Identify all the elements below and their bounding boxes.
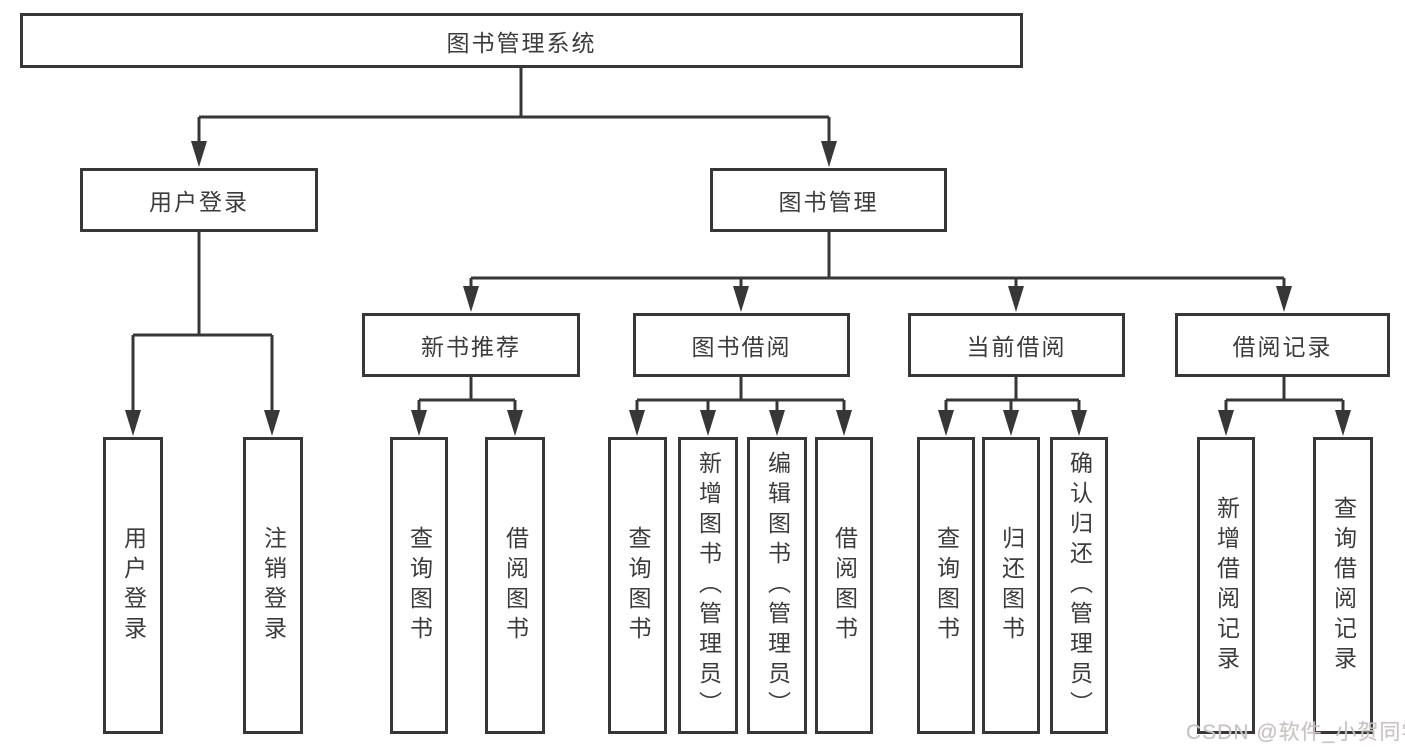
leaf-edit-books-admin: 编辑图书（管理员） [747, 437, 807, 734]
leaf-add-books-admin: 新增图书（管理员） [678, 437, 738, 734]
leaf-confirm-return-admin: 确认归还（管理员） [1050, 437, 1108, 734]
node-borrow-record: 借阅记录 [1175, 313, 1390, 377]
node-user-login: 用户登录 [80, 168, 318, 232]
leaf-borrow-books: 借阅图书 [815, 437, 873, 734]
leaf-recommend-borrow-books: 借阅图书 [485, 437, 545, 734]
leaf-recommend-query-books: 查询图书 [390, 437, 448, 734]
leaf-add-borrow-record: 新增借阅记录 [1197, 437, 1255, 734]
arrowhead-icons [125, 141, 1351, 436]
node-new-book-recommend: 新书推荐 [362, 313, 580, 377]
leaf-borrow-query-books: 查询图书 [608, 437, 667, 734]
node-book-management: 图书管理 [710, 168, 947, 232]
node-root-system: 图书管理系统 [20, 13, 1023, 68]
leaf-return-books: 归还图书 [982, 437, 1040, 734]
csdn-watermark: CSDN @软件_小贺同学 [1186, 721, 1405, 744]
leaf-current-query-books: 查询图书 [917, 437, 975, 734]
node-current-borrow: 当前借阅 [908, 313, 1125, 377]
leaf-logout: 注销登录 [243, 437, 303, 734]
node-book-borrow: 图书借阅 [633, 313, 850, 377]
leaf-user-login: 用户登录 [103, 437, 163, 734]
leaf-query-borrow-record: 查询借阅记录 [1313, 437, 1373, 734]
